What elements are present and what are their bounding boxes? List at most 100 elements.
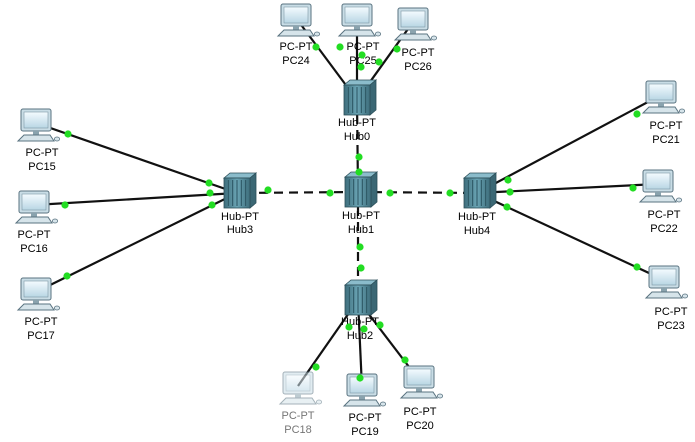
link-status-dot	[375, 58, 383, 66]
pc-mouse-icon	[374, 31, 381, 37]
pc-pc25[interactable]: PC-PT PC25	[337, 3, 381, 67]
link-status-dot	[629, 184, 637, 192]
link-status-dot	[503, 203, 511, 211]
pc-type-label: PC-PT	[650, 120, 683, 132]
pc-screen	[283, 6, 309, 24]
pc-stand	[661, 288, 667, 292]
pc-screen	[648, 83, 674, 101]
hub-side-face	[369, 79, 377, 116]
pc-mouse-icon	[54, 136, 61, 142]
pc-mouse-icon	[313, 31, 320, 37]
pc-keyboard-icon	[16, 303, 55, 311]
link-status-dot	[355, 168, 363, 176]
pc-stand	[33, 131, 39, 135]
link-status-dot	[506, 188, 514, 196]
pc-stand	[658, 103, 664, 107]
pc-mouse-icon	[379, 401, 386, 407]
link-status-dot	[345, 323, 353, 331]
link-status-dot	[326, 189, 334, 197]
link-status-dot	[633, 263, 641, 271]
pc-name-label: PC16	[20, 243, 48, 255]
pc-mouse-icon	[54, 305, 61, 311]
link-status-dot	[63, 272, 71, 280]
link-status-dot	[446, 189, 454, 197]
pc-mouse-icon	[430, 35, 437, 41]
pc-keyboard-icon	[276, 29, 315, 37]
pc-pc18[interactable]: PC-PT PC18	[278, 371, 322, 436]
link-status-dot	[64, 130, 72, 138]
pc-pc21[interactable]: PC-PT PC21	[641, 80, 686, 146]
pc-stand	[359, 396, 365, 400]
pc-type-label: PC-PT	[402, 47, 435, 59]
pc-type-label: PC-PT	[18, 229, 51, 241]
link-status-dot	[355, 153, 363, 161]
pc-name-label: PC21	[652, 134, 680, 146]
link-pc21-hub4[interactable]	[476, 94, 662, 194]
pc-pc15[interactable]: PC-PT PC15	[16, 108, 61, 173]
pc-stand	[33, 300, 39, 304]
link-status-dot	[264, 186, 272, 194]
pc-name-label: PC20	[406, 420, 434, 432]
pc-mouse-icon	[52, 218, 59, 224]
link-status-dot	[358, 51, 366, 59]
pc-type-label: PC-PT	[25, 316, 58, 328]
pc-type-label: PC-PT	[404, 406, 437, 418]
link-status-dot	[205, 179, 213, 187]
hub-type-label: Hub-PT	[458, 211, 496, 223]
pc-stand	[293, 26, 299, 30]
pc-type-label: PC-PT	[655, 306, 688, 318]
pc-pc16[interactable]: PC-PT PC16	[14, 190, 59, 255]
pc-screen	[23, 280, 49, 298]
pc-type-label: PC-PT	[347, 41, 380, 53]
pc-name-label: PC24	[282, 55, 310, 67]
hub-name-label: Hub2	[347, 330, 373, 342]
link-status-dot	[312, 363, 320, 371]
link-status-dot	[312, 43, 320, 51]
pc-type-label: PC-PT	[26, 147, 59, 159]
link-status-dot	[504, 176, 512, 184]
pc-screen	[23, 111, 49, 129]
pc-keyboard-icon	[638, 195, 677, 203]
link-hub1-hub3[interactable]	[236, 190, 359, 195]
link-status-dot	[376, 321, 384, 329]
link-status-dot	[206, 189, 214, 197]
link-status-dot	[386, 189, 394, 197]
link-status-dot	[61, 201, 69, 209]
pc-screen	[285, 374, 311, 392]
link-status-dot	[336, 43, 344, 51]
hub-side-face	[489, 172, 497, 209]
pc-name-label: PC15	[28, 161, 56, 173]
link-status-dot	[633, 110, 641, 118]
hub-type-label: Hub-PT	[342, 210, 380, 222]
link-status-dot	[356, 374, 364, 382]
pc-name-label: PC19	[351, 426, 379, 438]
pc-name-label: PC25	[349, 55, 377, 67]
pc-mouse-icon	[679, 108, 686, 114]
pc-screen	[344, 6, 370, 24]
hub-type-label: Hub-PT	[221, 211, 259, 223]
pc-screen	[21, 193, 47, 211]
pc-mouse-icon	[682, 293, 689, 299]
pc-mouse-icon	[436, 393, 443, 399]
link-hub1-hub4[interactable]	[357, 190, 478, 195]
hub-side-face	[370, 171, 378, 208]
hub-side-face	[249, 172, 257, 209]
pc-stand	[31, 213, 37, 217]
pc-screen	[651, 268, 677, 286]
pc-pc20[interactable]: PC-PT PC20	[399, 365, 443, 432]
hub-side-face	[370, 279, 378, 316]
pc-type-label: PC-PT	[282, 410, 315, 422]
pc-name-label: PC18	[284, 424, 312, 436]
